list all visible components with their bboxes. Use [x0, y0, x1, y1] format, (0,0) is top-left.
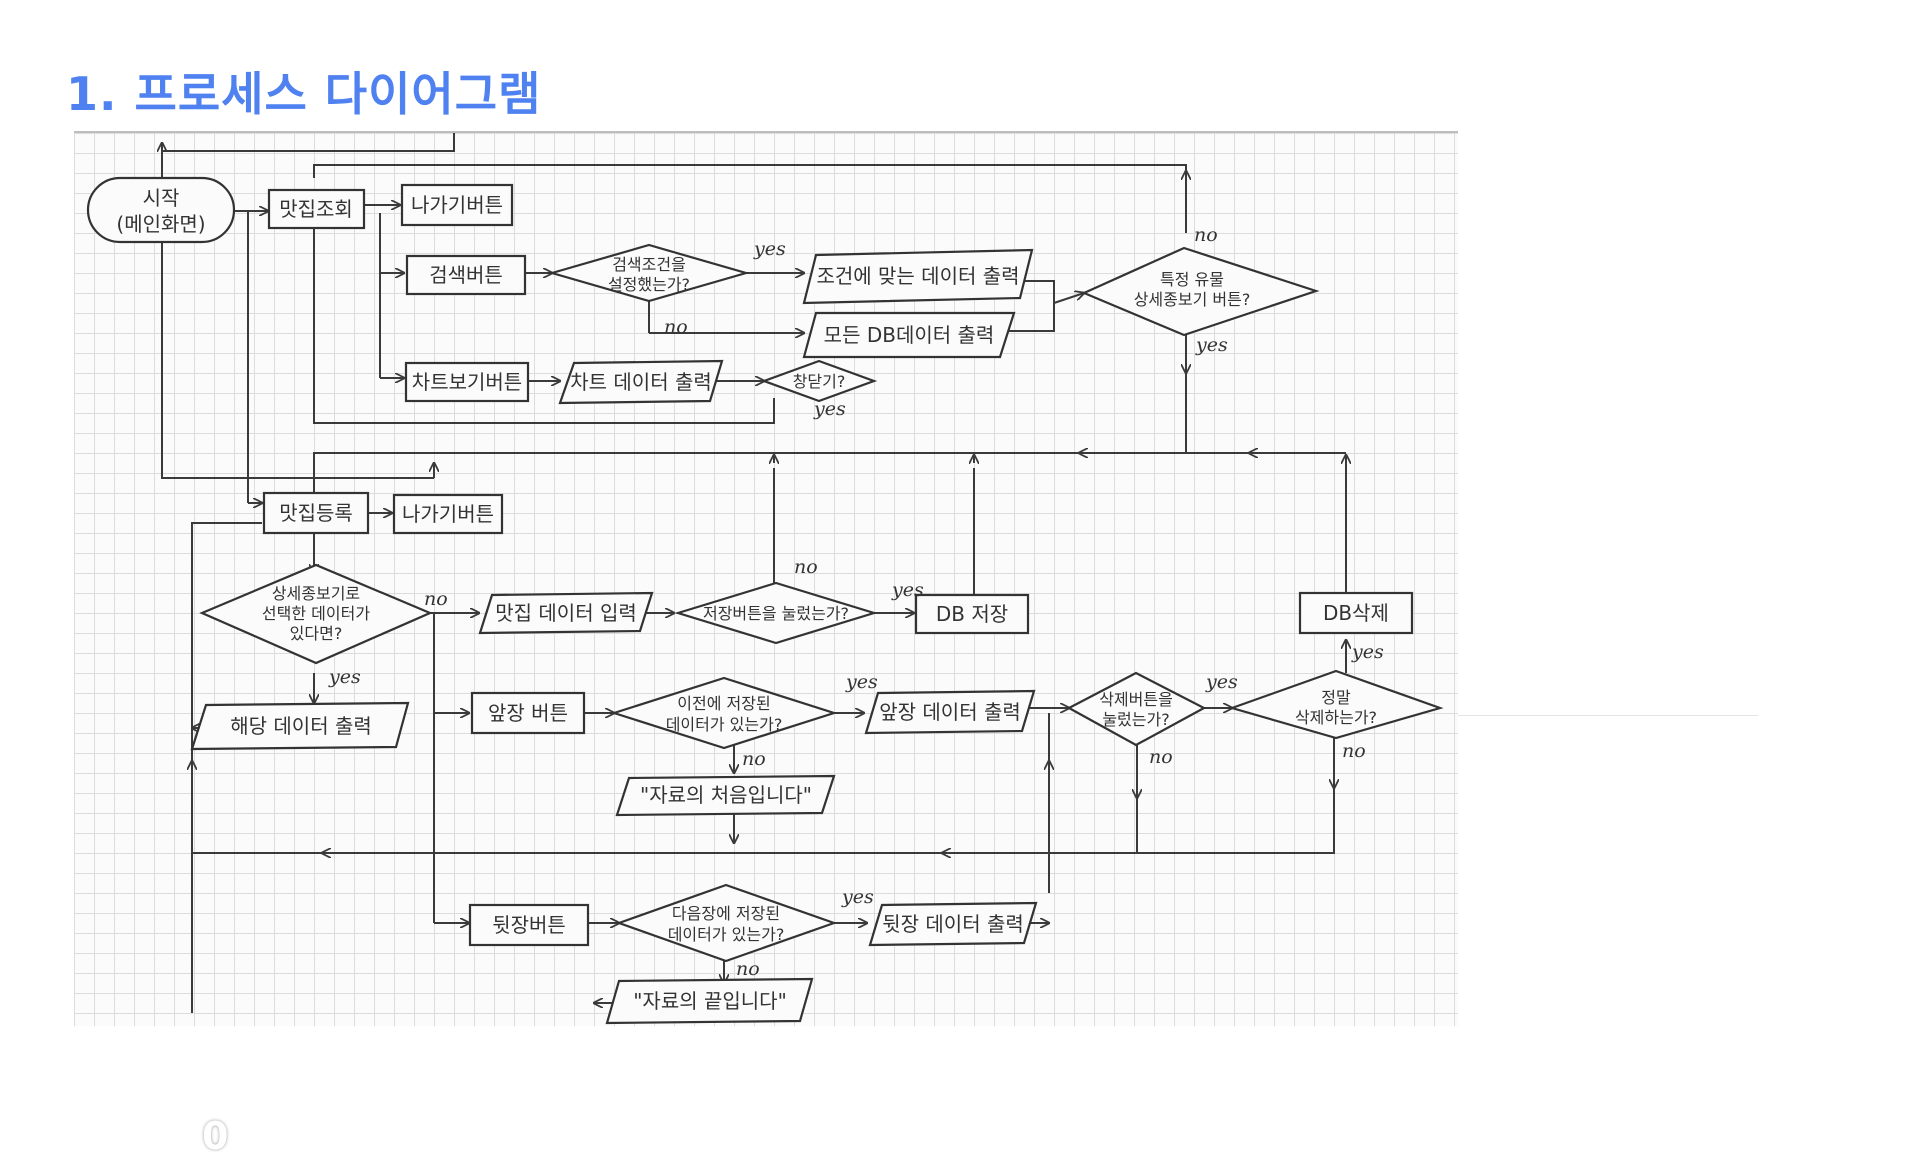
node-prev-button: 앞장 버튼 — [470, 691, 586, 735]
svg-text:삭제하는가?: 삭제하는가? — [1295, 708, 1377, 727]
node-last-message: "자료의 끝입니다" — [605, 977, 814, 1025]
svg-text:검색버튼: 검색버튼 — [429, 263, 503, 287]
label-no: no — [664, 316, 688, 338]
node-output-selected: 해당 데이터 출력 — [190, 701, 410, 751]
svg-text:뒷장버튼: 뒷장버튼 — [492, 913, 566, 937]
svg-text:DB 저장: DB 저장 — [936, 602, 1008, 626]
node-next-question: 다음장에 저장된 데이터가 있는가? — [615, 883, 838, 963]
svg-text:다음장에 저장된: 다음장에 저장된 — [672, 904, 780, 923]
label-yes: yes — [841, 886, 874, 908]
node-start: 시작 (메인화면) — [86, 176, 236, 244]
node-output-conditional: 조건에 맞는 데이터 출력 — [802, 248, 1034, 305]
svg-text:차트 데이터 출력: 차트 데이터 출력 — [570, 370, 712, 394]
svg-text:상세종보기로: 상세종보기로 — [272, 584, 360, 603]
svg-text:나가기버튼: 나가기버튼 — [411, 193, 503, 217]
node-search-button: 검색버튼 — [405, 254, 527, 296]
node-next-button: 뒷장버튼 — [468, 903, 590, 947]
label-no: no — [742, 748, 766, 770]
label-yes: yes — [1351, 641, 1384, 663]
svg-text:차트보기버튼: 차트보기버튼 — [412, 370, 522, 394]
node-db-delete: DB삭제 — [1298, 591, 1414, 635]
label-no: no — [424, 588, 448, 610]
svg-text:눌렀는가?: 눌렀는가? — [1102, 710, 1169, 729]
node-close-question: 창닫기? — [760, 359, 878, 403]
svg-text:"자료의 처음입니다": "자료의 처음입니다" — [640, 783, 812, 807]
svg-text:검색조건을: 검색조건을 — [612, 255, 686, 274]
label-yes: yes — [328, 666, 361, 688]
node-prev-output: 앞장 데이터 출력 — [864, 689, 1036, 735]
node-register: 맛집등록 — [262, 491, 370, 535]
node-chart-button: 차트보기버튼 — [404, 361, 530, 403]
svg-text:모든 DB데이터 출력: 모든 DB데이터 출력 — [824, 323, 995, 347]
node-detail-view-question: 특정 유물 상세종보기 버튼? — [1081, 246, 1320, 337]
node-exit-1: 나가기버튼 — [400, 183, 514, 227]
node-prev-question: 이전에 저장된 데이터가 있는가? — [610, 676, 838, 750]
svg-text:맛집 데이터 입력: 맛집 데이터 입력 — [495, 601, 637, 625]
page-title: 1. 프로세스 다이어그램 — [66, 67, 542, 121]
label-yes: yes — [1195, 334, 1228, 356]
svg-text:맛집조회: 맛집조회 — [279, 197, 353, 221]
svg-text:조건에 맞는 데이터 출력: 조건에 맞는 데이터 출력 — [816, 264, 1019, 288]
label-no: no — [1342, 740, 1366, 762]
node-next-output: 뒷장 데이터 출력 — [868, 901, 1038, 947]
edge-labels: yes no no yes yes no yes no yes yes yes … — [328, 224, 1384, 980]
node-first-message: "자료의 처음입니다" — [615, 774, 836, 817]
node-search-restaurant: 맛집조회 — [267, 188, 366, 230]
svg-text:데이터가 있는가?: 데이터가 있는가? — [668, 925, 785, 944]
process-diagram: 시작 (메인화면) 맛집조회 나가기버튼 검색버튼 검색조건을 설정했는가? 조… — [74, 131, 1458, 1156]
node-input: 맛집 데이터 입력 — [478, 591, 654, 635]
label-yes: yes — [891, 579, 924, 601]
svg-text:저장버튼을 눌렀는가?: 저장버튼을 눌렀는가? — [703, 604, 849, 623]
svg-text:있다면?: 있다면? — [290, 624, 343, 643]
node-chart-output: 차트 데이터 출력 — [558, 359, 724, 405]
node-delete-confirm: 정말 삭제하는가? — [1228, 669, 1444, 740]
svg-text:(메인화면): (메인화면) — [116, 212, 205, 236]
label-no: no — [794, 556, 818, 578]
svg-text:데이터가 있는가?: 데이터가 있는가? — [666, 715, 783, 734]
svg-text:창닫기?: 창닫기? — [793, 372, 846, 391]
svg-text:DB삭제: DB삭제 — [1323, 601, 1389, 625]
svg-text:정말: 정말 — [1321, 688, 1351, 707]
svg-text:앞장 데이터 출력: 앞장 데이터 출력 — [879, 700, 1021, 724]
node-db-save: DB 저장 — [914, 593, 1030, 635]
node-delete-question: 삭제버튼을 눌렀는가? — [1066, 671, 1207, 747]
label-no: no — [1149, 746, 1173, 768]
svg-text:이전에 저장된: 이전에 저장된 — [677, 694, 770, 713]
divider — [1458, 715, 1758, 716]
node-output-all: 모든 DB데이터 출력 — [802, 311, 1016, 359]
label-no: no — [1194, 224, 1218, 246]
watermark-logo: 0 — [202, 1114, 229, 1158]
svg-text:특정 유물: 특정 유물 — [1160, 270, 1224, 289]
svg-text:해당 데이터 출력: 해당 데이터 출력 — [230, 714, 372, 738]
edges — [162, 133, 1346, 1013]
label-no: no — [736, 958, 760, 980]
node-condition-set: 검색조건을 설정했는가? — [548, 243, 750, 303]
svg-text:맛집등록: 맛집등록 — [279, 501, 353, 525]
label-yes: yes — [813, 398, 846, 420]
label-yes: yes — [1205, 671, 1238, 693]
svg-text:삭제버튼을: 삭제버튼을 — [1099, 690, 1173, 709]
label-yes: yes — [753, 238, 786, 260]
node-exit-2: 나가기버튼 — [392, 493, 504, 535]
label-yes: yes — [845, 671, 878, 693]
svg-text:"자료의 끝입니다": "자료의 끝입니다" — [633, 989, 787, 1013]
node-has-detail-question: 상세종보기로 선택한 데이터가 있다면? — [199, 563, 433, 665]
svg-text:시작: 시작 — [143, 186, 180, 210]
node-save-question: 저장버튼을 눌렀는가? — [674, 581, 878, 645]
svg-text:뒷장 데이터 출력: 뒷장 데이터 출력 — [882, 912, 1024, 936]
svg-text:설정했는가?: 설정했는가? — [608, 275, 690, 294]
svg-text:선택한 데이터가: 선택한 데이터가 — [262, 604, 370, 623]
svg-text:앞장 버튼: 앞장 버튼 — [488, 701, 568, 725]
svg-text:나가기버튼: 나가기버튼 — [402, 502, 494, 526]
svg-text:상세종보기 버튼?: 상세종보기 버튼? — [1134, 290, 1251, 309]
